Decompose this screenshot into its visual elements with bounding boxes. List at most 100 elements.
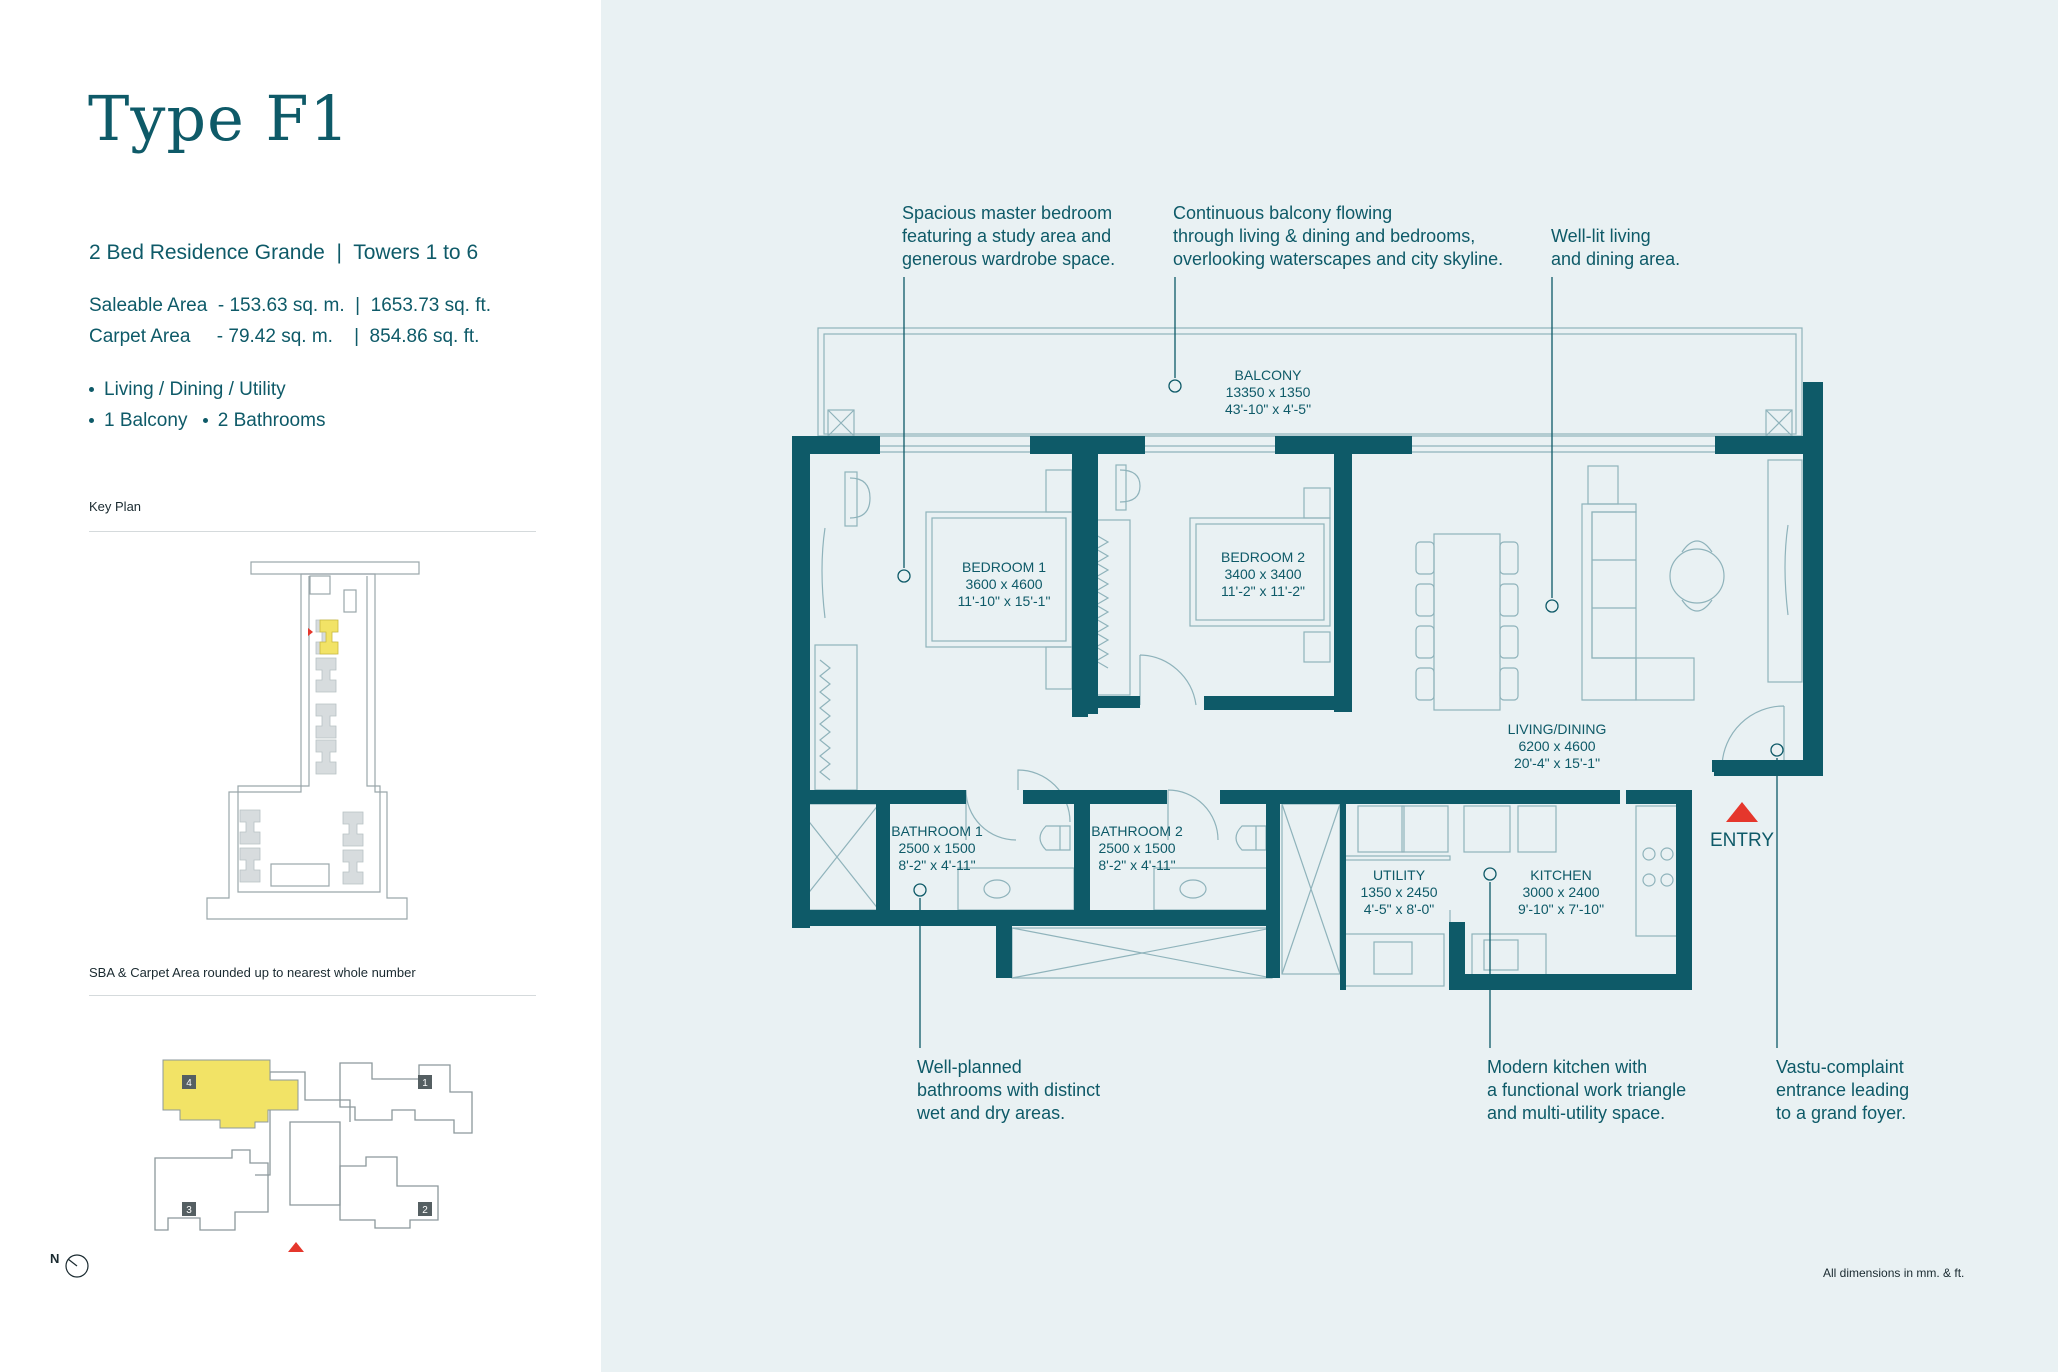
svg-text:3000 x 2400: 3000 x 2400 bbox=[1522, 884, 1599, 900]
room-label-bedroom-1: BEDROOM 1 3600 x 4600 11'-10" x 15'-1" bbox=[958, 559, 1051, 609]
svg-text:8'-2" x 4'-11": 8'-2" x 4'-11" bbox=[1098, 857, 1175, 873]
wall bbox=[1626, 790, 1682, 804]
hob-burner bbox=[1642, 847, 1656, 861]
svg-text:UTILITY: UTILITY bbox=[1373, 867, 1426, 883]
leader-marker bbox=[1483, 867, 1497, 881]
room-label-bathroom-2: BATHROOM 2 2500 x 1500 8'-2" x 4'-11" bbox=[1091, 823, 1183, 873]
study-chair bbox=[849, 477, 871, 519]
dining-chair bbox=[1499, 667, 1519, 701]
dining-chair bbox=[1499, 541, 1519, 575]
svg-text:BATHROOM 1: BATHROOM 1 bbox=[891, 823, 983, 839]
room-label-bedroom-2: BEDROOM 2 3400 x 3400 11'-2" x 11'-2" bbox=[1221, 549, 1305, 599]
leader-marker bbox=[1770, 743, 1784, 757]
balcony-planter bbox=[1765, 409, 1793, 437]
callout-master-bedroom: Spacious master bedroom featuring a stud… bbox=[902, 203, 1116, 269]
service-duct bbox=[1281, 803, 1341, 975]
unit-subtitle: 2 Bed Residence Grande | Towers 1 to 6 bbox=[89, 241, 479, 264]
window-bay bbox=[821, 527, 826, 619]
wall bbox=[996, 922, 1012, 978]
svg-text:43'-10" x 4'-5": 43'-10" x 4'-5" bbox=[1225, 401, 1311, 417]
divider bbox=[89, 531, 536, 532]
appliance bbox=[1463, 805, 1511, 853]
svg-text:20'-4" x 15'-1": 20'-4" x 15'-1" bbox=[1514, 755, 1600, 771]
leader-marker bbox=[1545, 599, 1559, 613]
wall bbox=[792, 910, 1274, 926]
entry-door-swing bbox=[1721, 705, 1785, 767]
utility-sink bbox=[1373, 941, 1413, 975]
toilet bbox=[1039, 825, 1071, 851]
svg-text:8'-2" x 4'-11": 8'-2" x 4'-11" bbox=[898, 857, 975, 873]
appliance bbox=[1357, 805, 1405, 853]
bed-bedroom-2 bbox=[1189, 517, 1331, 627]
callout-bathrooms: Well-planned bathrooms with distinct wet… bbox=[917, 1057, 1101, 1123]
svg-text:LIVING/DINING: LIVING/DINING bbox=[1508, 721, 1607, 737]
walls bbox=[792, 382, 1823, 990]
tv-console bbox=[1767, 459, 1803, 683]
side-table bbox=[1587, 465, 1619, 505]
dining-chair bbox=[1415, 667, 1435, 701]
hob-burner bbox=[1660, 847, 1674, 861]
wall bbox=[1449, 974, 1692, 990]
door-swing bbox=[1017, 769, 1071, 823]
window-bay bbox=[1784, 524, 1789, 616]
counter-edge bbox=[1343, 855, 1451, 861]
sofa-cushion bbox=[1591, 511, 1637, 659]
wall bbox=[1023, 790, 1167, 804]
nightstand bbox=[1045, 646, 1073, 690]
dining-chair bbox=[1499, 583, 1519, 617]
room-label-living-dining: LIVING/DINING 6200 x 4600 20'-4" x 15'-1… bbox=[1508, 721, 1607, 771]
wall bbox=[1088, 454, 1098, 714]
bullet-icon bbox=[202, 418, 208, 424]
dining-chair bbox=[1415, 541, 1435, 575]
balcony-outline bbox=[817, 327, 1803, 437]
leader-marker bbox=[897, 569, 911, 583]
wall bbox=[1072, 454, 1088, 717]
room-label-bathroom-1: BATHROOM 1 2500 x 1500 8'-2" x 4'-11" bbox=[891, 823, 983, 873]
svg-text:BATHROOM 2: BATHROOM 2 bbox=[1091, 823, 1183, 839]
wall bbox=[1803, 382, 1823, 776]
nightstand bbox=[1303, 487, 1331, 519]
wall bbox=[876, 804, 890, 926]
feature-list-item: 1 Balcony 2 Bathrooms bbox=[89, 410, 325, 432]
washbasin bbox=[983, 879, 1011, 899]
svg-text:11'-2" x 11'-2": 11'-2" x 11'-2" bbox=[1221, 583, 1305, 599]
svg-text:13350 x 1350: 13350 x 1350 bbox=[1226, 384, 1311, 400]
armchair bbox=[1681, 540, 1713, 553]
svg-text:BEDROOM 2: BEDROOM 2 bbox=[1221, 549, 1305, 565]
wall bbox=[1714, 760, 1823, 776]
svg-text:1350 x 2450: 1350 x 2450 bbox=[1360, 884, 1437, 900]
hob-burner bbox=[1642, 873, 1656, 887]
wall bbox=[1676, 790, 1692, 988]
door-swing bbox=[1139, 654, 1197, 706]
study-desk bbox=[844, 471, 858, 527]
saleable-area: Saleable Area - 153.63 sq. m. | 1653.73 … bbox=[89, 295, 492, 316]
study-chair bbox=[1119, 469, 1141, 503]
nightstand bbox=[1303, 631, 1331, 663]
balcony-railing bbox=[823, 333, 1797, 435]
entry-label: ENTRY bbox=[1710, 830, 1774, 851]
vanity-counter bbox=[957, 867, 1075, 911]
wall bbox=[1266, 804, 1280, 926]
svg-text:3400 x 3400: 3400 x 3400 bbox=[1224, 566, 1301, 582]
wall bbox=[1715, 436, 1803, 454]
nightstand bbox=[1045, 469, 1073, 513]
room-label-utility: UTILITY 1350 x 2450 4'-5" x 8'-0" bbox=[1360, 867, 1437, 917]
room-label-kitchen: KITCHEN 3000 x 2400 9'-10" x 7'-10" bbox=[1518, 867, 1604, 917]
door-swing bbox=[1167, 789, 1219, 841]
wall bbox=[1030, 436, 1145, 454]
wall bbox=[1204, 696, 1352, 710]
leader-marker bbox=[913, 883, 927, 897]
svg-text:6200 x 4600: 6200 x 4600 bbox=[1518, 738, 1595, 754]
callout-balcony: Continuous balcony flowing through livin… bbox=[1173, 203, 1504, 269]
callout-entrance: Vastu-complaint entrance leading to a gr… bbox=[1776, 1057, 1910, 1123]
rounding-note: SBA & Carpet Area rounded up to nearest … bbox=[89, 965, 416, 980]
wall bbox=[792, 790, 966, 804]
svg-text:9'-10" x 7'-10": 9'-10" x 7'-10" bbox=[1518, 901, 1604, 917]
svg-text:2500 x 1500: 2500 x 1500 bbox=[898, 840, 975, 856]
wall bbox=[1275, 436, 1412, 454]
service-shaft bbox=[1011, 927, 1273, 979]
page-title: Type F1 bbox=[88, 82, 350, 155]
armchair bbox=[1681, 599, 1713, 612]
vanity-counter bbox=[1153, 867, 1271, 911]
